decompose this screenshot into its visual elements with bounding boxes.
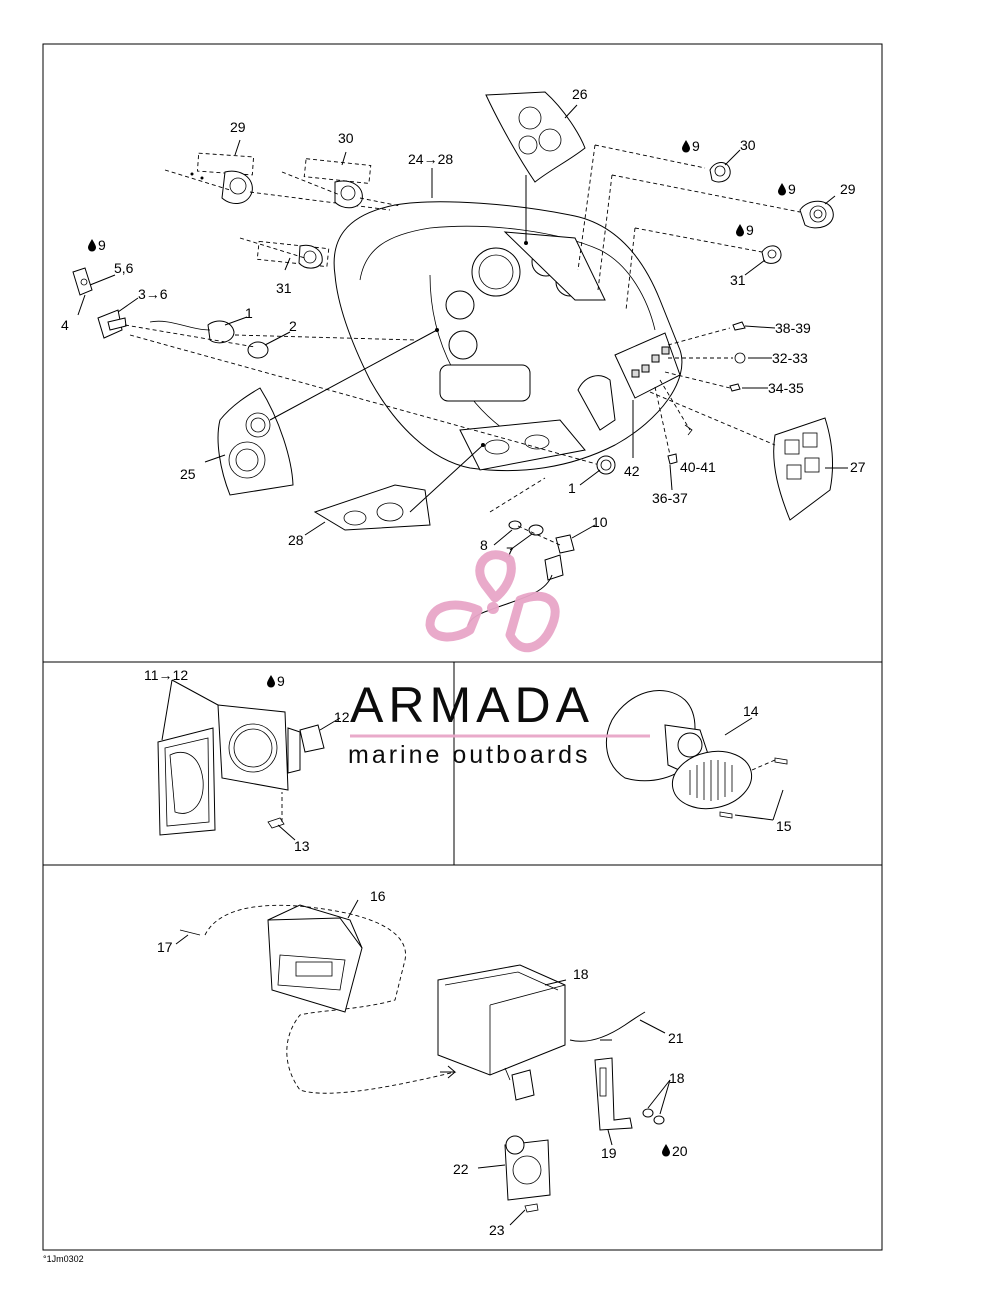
gauge-29-assembly bbox=[164, 152, 391, 211]
lower-plate-28 bbox=[313, 484, 431, 531]
callout: 28 bbox=[288, 532, 304, 548]
speaker-grille-assembly bbox=[157, 679, 341, 841]
callout: 4 bbox=[61, 317, 69, 333]
callout: 42 bbox=[624, 463, 640, 479]
gauge-30-front bbox=[709, 162, 731, 183]
drop-icon bbox=[662, 1144, 670, 1157]
callout: 38-39 bbox=[775, 320, 811, 336]
switch-hardware bbox=[649, 321, 776, 465]
horn-assembly bbox=[605, 690, 788, 821]
frame bbox=[42, 43, 883, 1251]
callout: 1 bbox=[245, 305, 253, 321]
callout: 32-33 bbox=[772, 350, 808, 366]
armada-watermark: ARMADA marine outboards bbox=[348, 550, 650, 769]
gauge-30-assembly bbox=[281, 158, 401, 209]
callout: 22 bbox=[453, 1161, 469, 1177]
callout: 18 bbox=[573, 966, 589, 982]
callout: 5,6 bbox=[114, 260, 134, 276]
callout: 26 bbox=[572, 86, 588, 102]
callout: 9 bbox=[277, 673, 285, 689]
gauge-31-assembly bbox=[239, 237, 330, 269]
callout: 15 bbox=[776, 818, 792, 834]
gauge-bezel-25 bbox=[217, 387, 294, 496]
drop-icon bbox=[88, 239, 96, 252]
watermark-subtitle: marine outboards bbox=[348, 741, 591, 769]
callout: 10 bbox=[592, 514, 608, 530]
callout: 2 bbox=[289, 318, 297, 334]
callout: 29 bbox=[840, 181, 856, 197]
callout: 21 bbox=[668, 1030, 684, 1046]
callout: 12 bbox=[334, 709, 350, 725]
gauge-29-front bbox=[799, 200, 834, 229]
callout: 17 bbox=[157, 939, 173, 955]
dashboard-console bbox=[333, 201, 683, 472]
callout: 8 bbox=[480, 537, 488, 553]
callout: 30 bbox=[740, 137, 756, 153]
key-ring-1 bbox=[596, 455, 616, 475]
leader-lines-top bbox=[77, 104, 848, 551]
callout: 27 bbox=[850, 459, 866, 475]
callout: 36-37 bbox=[652, 490, 688, 506]
callout: 9 bbox=[788, 181, 796, 197]
callout: 16 bbox=[370, 888, 386, 904]
gauge-31-front bbox=[761, 245, 782, 264]
watermark-word: ARMADA bbox=[350, 677, 594, 733]
drop-icon bbox=[682, 140, 690, 153]
callout: 3→6 bbox=[138, 286, 168, 302]
callout: 9 bbox=[692, 138, 700, 154]
callout: 18 bbox=[669, 1070, 685, 1086]
callout: 31 bbox=[276, 280, 292, 296]
radio-assembly bbox=[175, 899, 671, 1226]
key-switch-parts bbox=[72, 267, 601, 466]
gauge-bezel-26 bbox=[485, 91, 586, 183]
callout: 11→12 bbox=[144, 667, 188, 683]
callout-labels: 29 30 24→28 26 9 30 9 29 9 31 31 9 5,6 3… bbox=[61, 86, 866, 1238]
propeller-hub-icon bbox=[487, 602, 499, 614]
reference-code: °1Jm0302 bbox=[43, 1254, 84, 1264]
callout: 1 bbox=[568, 480, 576, 496]
callout: 9 bbox=[98, 237, 106, 253]
callout: 23 bbox=[489, 1222, 505, 1238]
callout: 13 bbox=[294, 838, 310, 854]
switch-cover-27 bbox=[773, 417, 833, 521]
callout: 24→28 bbox=[408, 151, 453, 167]
drop-icon bbox=[267, 675, 275, 688]
callout: 29 bbox=[230, 119, 246, 135]
callout: 7 bbox=[506, 544, 514, 560]
callout: 14 bbox=[743, 703, 759, 719]
callout: 19 bbox=[601, 1145, 617, 1161]
callout: 31 bbox=[730, 272, 746, 288]
drop-icon bbox=[736, 224, 744, 237]
callout: 20 bbox=[672, 1143, 688, 1159]
propeller-logo bbox=[425, 550, 560, 653]
callout: 40-41 bbox=[680, 459, 716, 475]
callout: 34-35 bbox=[768, 380, 804, 396]
callout: 25 bbox=[180, 466, 196, 482]
callout: 9 bbox=[746, 222, 754, 238]
callout: 30 bbox=[338, 130, 354, 146]
drop-icon bbox=[778, 183, 786, 196]
